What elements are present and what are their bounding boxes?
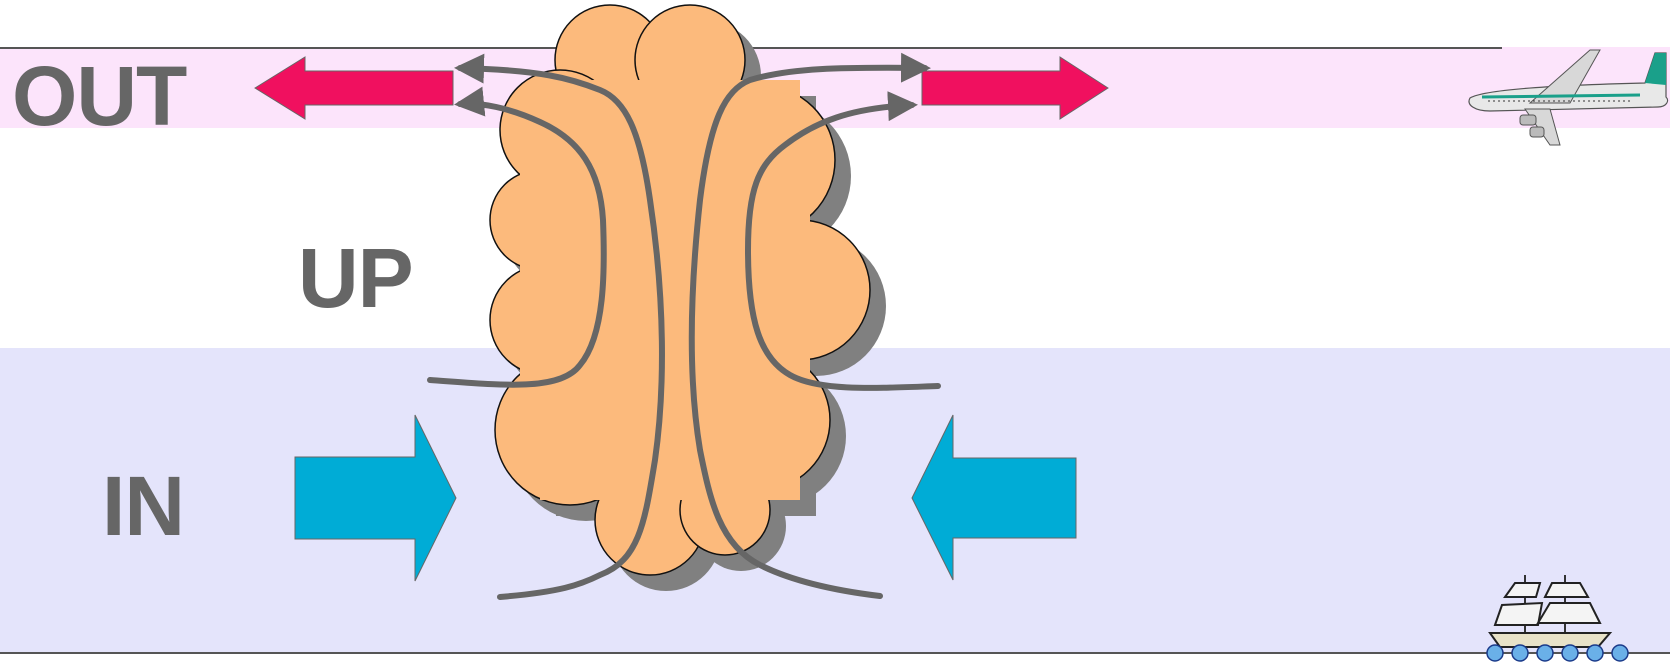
label-in: IN <box>102 464 184 548</box>
cloud-fill-core <box>520 80 810 500</box>
label-out: OUT <box>12 54 186 138</box>
in-arrow-right <box>912 415 1076 580</box>
out-arrow-right <box>922 57 1108 119</box>
in-arrow-left <box>295 415 456 581</box>
label-up: UP <box>298 236 413 320</box>
out-arrow-left <box>255 57 453 119</box>
airplane-icon <box>1469 50 1668 145</box>
sailing-ship-icon <box>1487 575 1628 661</box>
